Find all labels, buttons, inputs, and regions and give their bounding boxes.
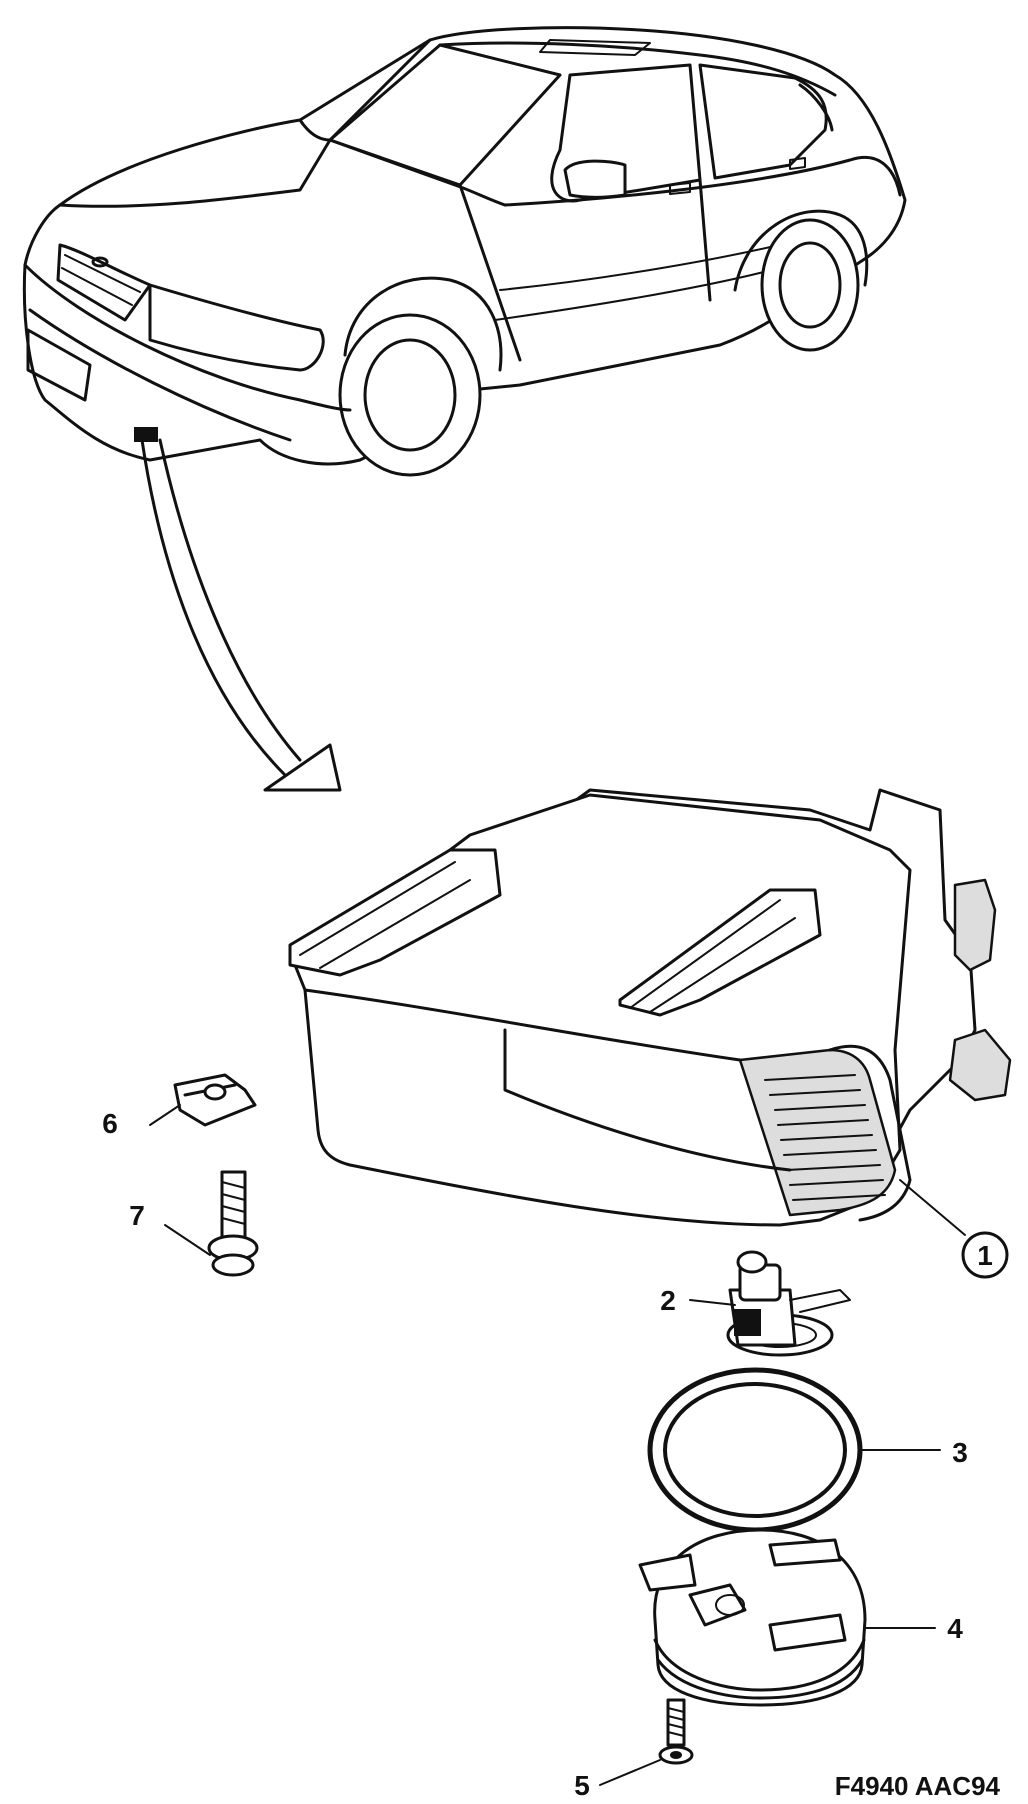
bolt-part-7 — [164, 1170, 259, 1277]
lens-ribs — [764, 1074, 886, 1201]
car-illustration — [22, 26, 907, 477]
callout-7-label: 7 — [129, 1200, 145, 1231]
arrow-indicator — [140, 438, 342, 792]
callout-6-label: 6 — [102, 1108, 118, 1139]
callout-3-label: 3 — [952, 1437, 968, 1468]
bulb-part — [689, 1250, 851, 1357]
figure-code: F4940 AAC94 — [835, 1771, 1001, 1801]
callout-1-label: 1 — [977, 1240, 993, 1271]
callout-2-label: 2 — [660, 1285, 676, 1316]
fog-lamp-part — [288, 788, 1012, 1236]
screw-part-5 — [599, 1698, 694, 1786]
clip-nut-part — [149, 1073, 257, 1127]
callout-1: 1 — [961, 1231, 1009, 1279]
cover-part — [638, 1528, 936, 1707]
o-ring-part — [647, 1367, 941, 1533]
callout-4-label: 4 — [947, 1613, 963, 1644]
callout-5-label: 5 — [574, 1770, 590, 1801]
